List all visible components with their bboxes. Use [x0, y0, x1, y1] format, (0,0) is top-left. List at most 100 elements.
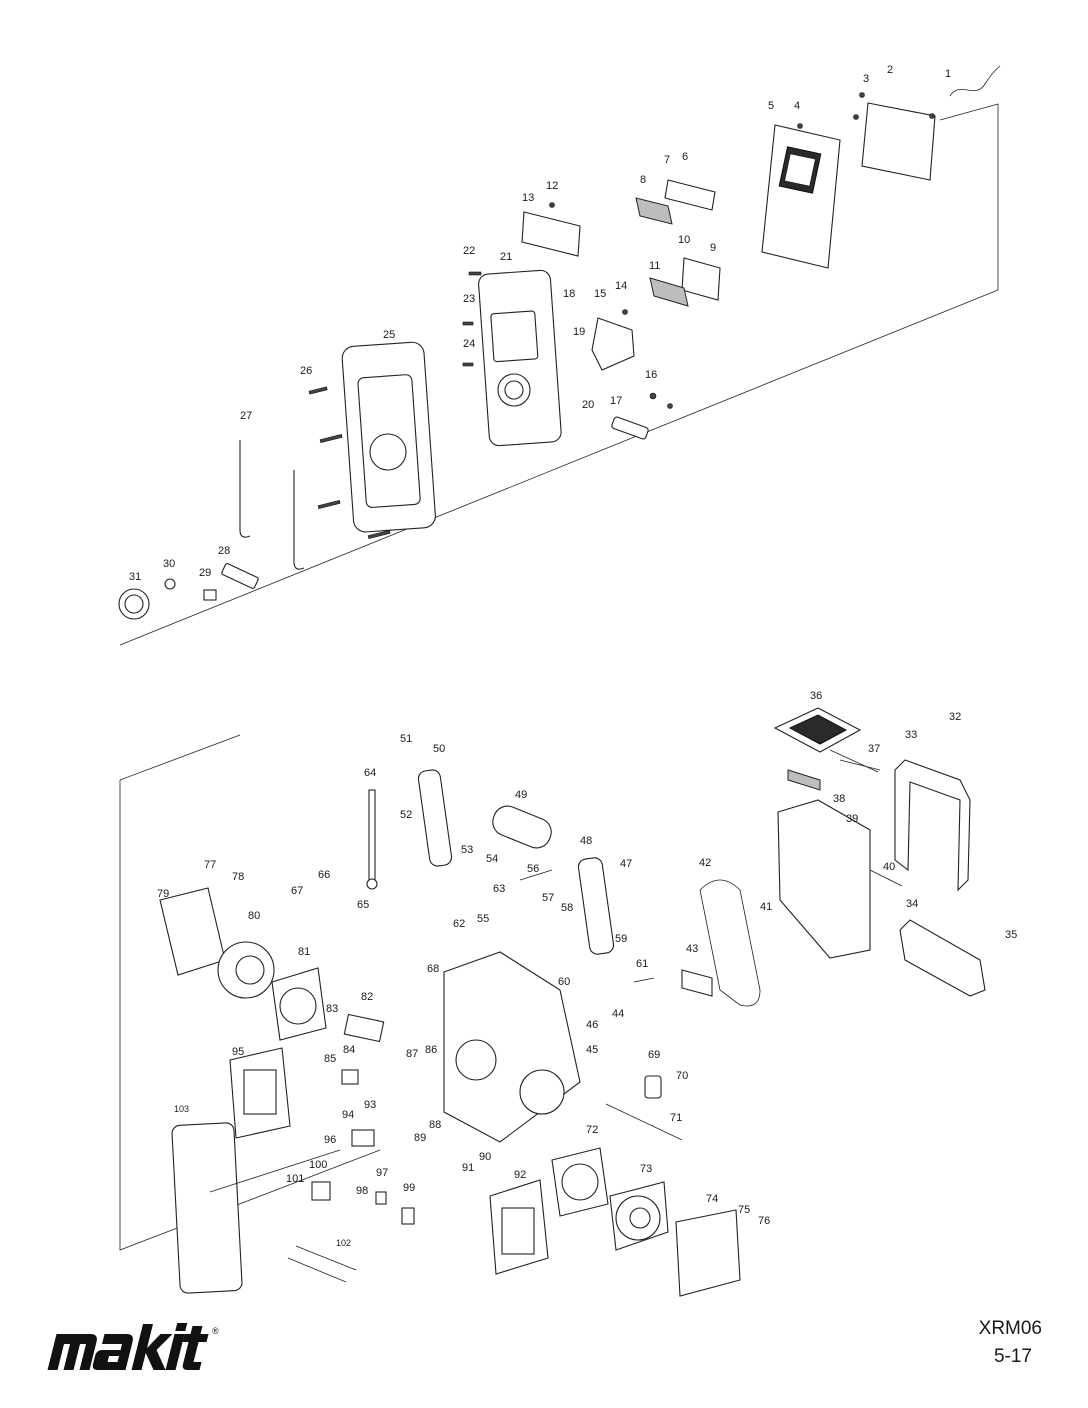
label-89: 89 [414, 1132, 426, 1144]
label-91: 91 [462, 1162, 474, 1174]
label-69: 69 [648, 1049, 660, 1061]
label-47: 47 [620, 858, 632, 870]
label-12: 12 [546, 180, 558, 192]
label-38: 38 [833, 793, 845, 805]
label-97: 97 [376, 1167, 388, 1179]
label-21: 21 [500, 251, 512, 263]
label-32: 32 [949, 711, 961, 723]
label-71: 71 [670, 1112, 682, 1124]
label-99: 99 [403, 1182, 415, 1194]
label-59: 59 [615, 933, 627, 945]
label-75: 75 [738, 1204, 750, 1216]
registered-mark: ® [212, 1326, 219, 1336]
label-23: 23 [463, 293, 475, 305]
label-52: 52 [400, 809, 412, 821]
label-98: 98 [356, 1185, 368, 1197]
label-77: 77 [204, 859, 216, 871]
label-7: 7 [664, 154, 670, 166]
label-13: 13 [522, 192, 534, 204]
label-83: 83 [326, 1003, 338, 1015]
label-29: 29 [199, 567, 211, 579]
label-35: 35 [1005, 929, 1017, 941]
label-101: 101 [286, 1173, 304, 1185]
label-92: 92 [514, 1169, 526, 1181]
label-14: 14 [615, 280, 627, 292]
label-51: 51 [400, 733, 412, 745]
label-5: 5 [768, 100, 774, 112]
label-39: 39 [846, 813, 858, 825]
label-96: 96 [324, 1134, 336, 1146]
label-95: 95 [232, 1046, 244, 1058]
label-86: 86 [425, 1044, 437, 1056]
label-6: 6 [682, 151, 688, 163]
label-84: 84 [343, 1044, 355, 1056]
revision-code: 5-17 [993, 1346, 1032, 1367]
label-37: 37 [868, 743, 880, 755]
label-40: 40 [883, 861, 895, 873]
label-15: 15 [594, 288, 606, 300]
label-4: 4 [794, 100, 800, 112]
label-53: 53 [461, 844, 473, 856]
label-17: 17 [610, 395, 622, 407]
label-79: 79 [157, 888, 169, 900]
label-76: 76 [758, 1215, 770, 1227]
label-54: 54 [486, 853, 498, 865]
label-80: 80 [248, 910, 260, 922]
label-50: 50 [433, 743, 445, 755]
part-labels: 1 2 3 4 5 6 7 8 9 10 11 12 13 14 15 16 1… [129, 64, 1017, 1248]
label-74: 74 [706, 1193, 718, 1205]
label-70: 70 [676, 1070, 688, 1082]
label-49: 49 [515, 789, 527, 801]
label-56: 56 [527, 863, 539, 875]
label-73: 73 [640, 1163, 652, 1175]
label-1: 1 [945, 68, 951, 80]
label-9: 9 [710, 242, 716, 254]
label-33: 33 [905, 729, 917, 741]
label-3: 3 [863, 73, 869, 85]
label-68: 68 [427, 963, 439, 975]
label-100: 100 [309, 1159, 327, 1171]
label-60: 60 [558, 976, 570, 988]
label-16: 16 [645, 369, 657, 381]
label-11: 11 [649, 260, 660, 272]
label-41: 41 [760, 901, 772, 913]
label-19: 19 [573, 326, 585, 338]
label-26: 26 [300, 365, 312, 377]
label-34: 34 [906, 898, 918, 910]
label-31: 31 [129, 571, 141, 583]
label-102: 102 [336, 1238, 351, 1248]
label-57: 57 [542, 892, 554, 904]
label-90: 90 [479, 1151, 491, 1163]
label-67: 67 [291, 885, 303, 897]
label-103: 103 [174, 1104, 189, 1114]
label-36: 36 [810, 690, 822, 702]
label-66: 66 [318, 869, 330, 881]
label-58: 58 [561, 902, 573, 914]
label-45: 45 [586, 1044, 598, 1056]
label-24: 24 [463, 338, 475, 350]
label-42: 42 [699, 857, 711, 869]
label-63: 63 [493, 883, 505, 895]
label-55: 55 [477, 913, 489, 925]
label-10: 10 [678, 234, 690, 246]
label-88: 88 [429, 1119, 441, 1131]
label-82: 82 [361, 991, 373, 1003]
label-28: 28 [218, 545, 230, 557]
label-81: 81 [298, 946, 310, 958]
makita-logo: ® [47, 1323, 219, 1370]
label-87: 87 [406, 1048, 418, 1060]
label-62: 62 [453, 918, 465, 930]
label-44: 44 [612, 1008, 624, 1020]
label-27: 27 [240, 410, 252, 422]
upper-assembly [118, 65, 1001, 646]
label-85: 85 [324, 1053, 336, 1065]
label-65: 65 [357, 899, 369, 911]
label-20: 20 [582, 399, 594, 411]
label-93: 93 [364, 1099, 376, 1111]
label-46: 46 [586, 1019, 598, 1031]
label-48: 48 [580, 835, 592, 847]
label-8: 8 [640, 174, 646, 186]
label-64: 64 [364, 767, 376, 779]
label-25: 25 [383, 329, 395, 341]
